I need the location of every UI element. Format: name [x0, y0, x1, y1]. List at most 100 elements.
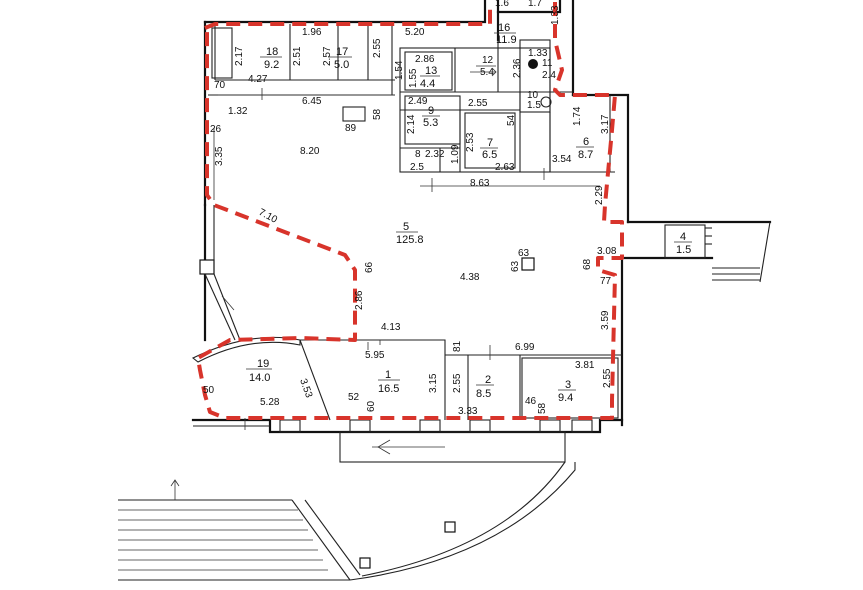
dimension-label: 52: [348, 392, 360, 403]
dimension-label: 5.95: [365, 350, 385, 361]
dimension-label: 2.57: [322, 46, 333, 66]
room-area: 1.5: [676, 244, 691, 256]
room-1-label: 116.5: [378, 369, 400, 395]
room-number: 16: [498, 22, 510, 34]
dimension-label: 1.96: [302, 27, 322, 38]
room-area: 5.3: [423, 117, 438, 129]
room-number: 1: [385, 369, 391, 381]
dimension-label: 89: [345, 123, 357, 134]
dimension-label: 6.45: [302, 96, 322, 107]
dimension-label: 63: [518, 248, 530, 259]
dimension-label: 5.20: [405, 27, 425, 38]
room-number: 19: [257, 358, 269, 370]
inner-walls: [191, 24, 771, 421]
room-number: 10: [527, 90, 539, 101]
dimension-label: 58: [537, 402, 548, 414]
windows: [279, 419, 593, 433]
dimension-label: 4.38: [460, 272, 480, 283]
room-area: 8.7: [578, 149, 593, 161]
dimension-label: 1.33: [528, 48, 548, 59]
room-area: 5.4: [480, 67, 494, 78]
room-area: 6.5: [482, 149, 497, 161]
dimension-label: 3.33: [458, 406, 478, 417]
room-area: 2.4: [542, 70, 556, 81]
room-area: 5.0: [334, 59, 349, 71]
vent-icon: [528, 59, 538, 69]
dimension-label: 2.29: [594, 185, 605, 205]
dimension-label: 58: [372, 108, 383, 120]
room-10-label: 101.5: [527, 90, 541, 111]
room-9-label: 95.3: [422, 105, 440, 129]
room-19-label: 19 14.0: [246, 358, 272, 384]
room-area: 2.32: [425, 149, 445, 160]
dimension-label: 1.6: [495, 0, 509, 9]
dimension-label: 1.55: [408, 68, 419, 88]
room-6-label: 68.7: [576, 136, 594, 161]
dimension-label: 2.36: [512, 58, 523, 78]
dimension-label: 2.53: [465, 132, 476, 152]
dimension-label: 70: [214, 80, 226, 91]
room-number: 12: [482, 55, 494, 66]
toilet-icon: [540, 96, 552, 108]
dimension-labels: 1.6 1.7 5.20 1.33 1.96 2.17 2.51 2.57 2.…: [203, 0, 617, 417]
room-number: 9: [428, 105, 434, 117]
dimension-label: 3.53: [297, 377, 314, 399]
dimension-label: 2.5: [410, 162, 424, 173]
dimension-label: 1.33: [550, 5, 561, 25]
room-11-label: 112.4: [542, 58, 556, 81]
room-area: 8.5: [476, 388, 491, 400]
dimension-label: 2.63: [495, 162, 515, 173]
dimension-label: 1.7: [528, 0, 542, 9]
dimension-label: 26: [210, 124, 222, 135]
dimension-label: 1.09: [450, 144, 461, 164]
room-area: 1.5: [527, 100, 541, 111]
room-area: 125.8: [396, 234, 424, 246]
dimension-label: 1.54: [394, 60, 405, 80]
dimension-label: 2.17: [234, 46, 245, 66]
dimension-label: 3.08: [597, 246, 617, 257]
dimension-label: 1.32: [228, 106, 248, 117]
room-number: 11: [542, 58, 553, 69]
room-number: 5: [403, 221, 409, 233]
room-number: 7: [487, 137, 493, 149]
fixtures: [342, 59, 552, 122]
dimension-lines: [213, 88, 600, 430]
dimension-label: 60: [366, 400, 377, 412]
room-18-label: 189.2: [260, 46, 282, 71]
dimension-label: 68: [582, 258, 593, 270]
premises-boundary: [196, 2, 624, 420]
room-3-label: 39.4: [558, 379, 576, 404]
room-area: 14.0: [249, 372, 270, 384]
dimension-label: 46: [525, 396, 537, 407]
room-number: 3: [565, 379, 571, 391]
room-2-label: 28.5: [476, 374, 494, 400]
room-number: 6: [583, 136, 589, 148]
dimension-label: 4.13: [381, 322, 401, 333]
dimension-label: 5.28: [260, 397, 280, 408]
room-number: 17: [336, 46, 348, 58]
dimension-label: 8.20: [300, 146, 320, 157]
dimension-label: 3.35: [214, 146, 225, 166]
dimension-label: 3.59: [600, 310, 611, 330]
dimension-label: 3.15: [428, 373, 439, 393]
room-7-label: 76.5: [480, 137, 498, 161]
room-area: 4.4: [420, 78, 435, 90]
column-89: [342, 106, 366, 122]
dimension-label: 2.51: [292, 46, 303, 66]
dimension-label: 2.49: [408, 96, 428, 107]
dimension-label: 2.14: [406, 114, 417, 134]
room-13-label: 134.4: [420, 65, 440, 90]
dimension-label: 2.86: [354, 290, 365, 310]
room-area: 11.9: [496, 34, 517, 46]
dimension-label: 54: [506, 114, 517, 126]
room-4-label: 41.5: [674, 231, 692, 256]
room-number: 13: [425, 65, 437, 77]
dimension-label: 3.81: [575, 360, 595, 371]
room-area: 9.4: [558, 392, 573, 404]
dimension-label: 81: [452, 340, 463, 352]
